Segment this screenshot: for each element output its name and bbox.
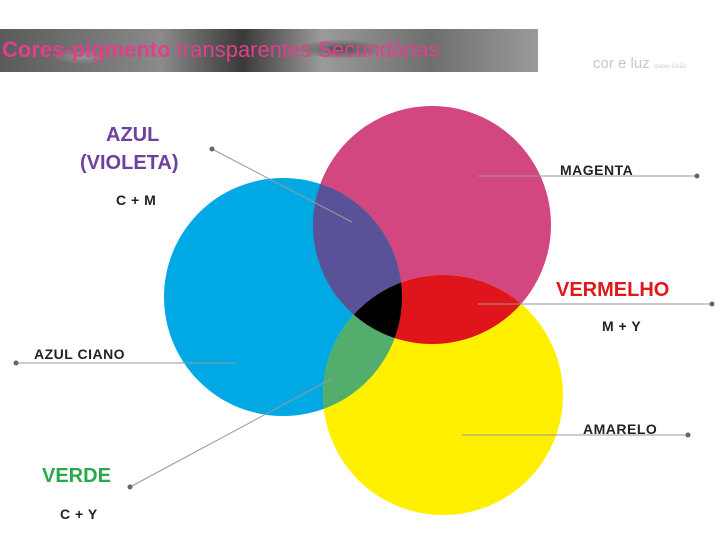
leader-line-violet [211, 148, 353, 223]
subtitle-credit: Isabel Girão [653, 64, 687, 70]
formula-green: C + Y [60, 506, 98, 522]
leader-dot-red [709, 301, 715, 307]
formula-red: M + Y [602, 318, 642, 334]
title-part-3: Secundárias [317, 37, 440, 62]
title-banner [0, 29, 538, 72]
leader-line-green [129, 377, 334, 488]
title-part-1: Cores-pigmento [2, 37, 171, 62]
banner-photo [0, 29, 538, 72]
leader-dot-cyan [13, 360, 19, 366]
formula-violet: C + M [116, 192, 157, 208]
leader-dot-magenta [694, 173, 700, 179]
label-verde: VERDE [42, 465, 111, 487]
violet-overlap [313, 178, 402, 344]
page-title: Cores-pigmento transparentes Secundárias [2, 36, 440, 64]
leader-dot-green [127, 484, 133, 490]
subtitle-text: cor e luz [593, 55, 650, 72]
label-vermelho: VERMELHO [556, 279, 670, 301]
label-azul: AZUL [106, 124, 160, 146]
green-overlap [323, 275, 402, 416]
leader-dot-yellow [685, 432, 691, 438]
title-part-2: transparentes [170, 37, 318, 62]
label-azul-ciano: AZUL CIANO [34, 346, 126, 362]
label-magenta: MAGENTA [560, 162, 634, 178]
label-violeta: (VIOLETA) [80, 152, 179, 174]
label-amarelo: AMARELO [583, 421, 658, 437]
leader-dot-violet [209, 146, 215, 152]
